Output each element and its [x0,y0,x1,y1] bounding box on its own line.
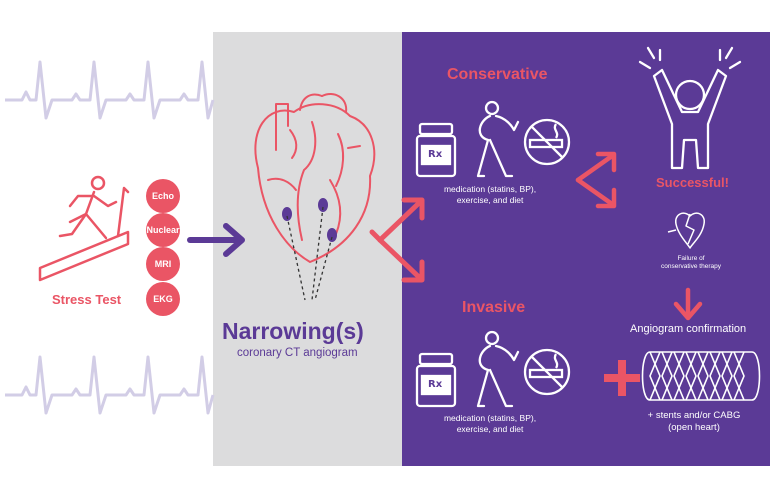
no-smoking-icon [523,118,571,166]
narrowing-subtitle: coronary CT angiogram [237,347,358,359]
angiogram-title: Angiogram confirmation [630,323,747,335]
test-badge-nuclear: Nuclear [146,213,180,247]
ct-projection-lines [286,206,333,301]
split-arrow-icon [369,197,425,283]
narrowing-panel [213,32,402,466]
failure-caption: Failure of conservative therapy [648,255,734,271]
conservative-caption-line-2: exercise, and diet [456,195,524,205]
rx-bottle-icon-invasive [415,352,457,408]
exercise-figure-icon-invasive [476,330,520,408]
successful-title: Successful! [656,175,729,190]
invasive-title: Invasive [462,299,526,316]
invasive-caption: medication (statins, BP), exercise, and … [420,413,560,435]
failure-caption-line-2: conservative therapy [661,263,721,270]
stents-caption: + stents and/or CABG (open heart) [634,410,754,434]
rx-label: Rx [428,149,443,160]
heart-icon [254,93,376,263]
invasive-caption-line-1: medication (statins, BP), [443,413,537,423]
rx-bottle-icon [415,122,457,178]
treatment-panel [402,32,770,466]
stents-caption-line-2: (open heart) [668,422,720,433]
cheering-person-icon [638,46,742,170]
down-arrow-icon [673,287,703,321]
arrow-to-narrowing-icon [187,223,245,257]
ekg-line-top [5,60,215,120]
conservative-title: Conservative [447,66,548,83]
rx-label-invasive: Rx [428,379,443,390]
exercise-figure-icon [476,100,520,178]
outcome-arrows-icon [575,151,617,209]
test-badge-echo: Echo [146,179,180,213]
treadmill-runner-icon [38,175,130,282]
stents-caption-line-1: + stents and/or CABG [647,410,741,421]
conservative-caption-line-1: medication (statins, BP), [443,184,537,194]
stent-icon [641,351,761,401]
failure-caption-line-1: Failure of [677,255,705,262]
conservative-caption: medication (statins, BP), exercise, and … [420,184,560,206]
test-badge-mri: MRI [146,247,180,281]
broken-heart-icon [667,212,705,249]
no-smoking-icon-invasive [523,348,571,396]
stress-test-title: Stress Test [52,292,122,307]
ekg-line-bottom [5,355,215,415]
narrowing-markers [282,198,337,242]
plus-icon [604,360,640,396]
invasive-caption-line-2: exercise, and diet [456,424,524,434]
narrowing-title: Narrowing(s) [222,318,364,344]
test-badge-ekg: EKG [146,282,180,316]
